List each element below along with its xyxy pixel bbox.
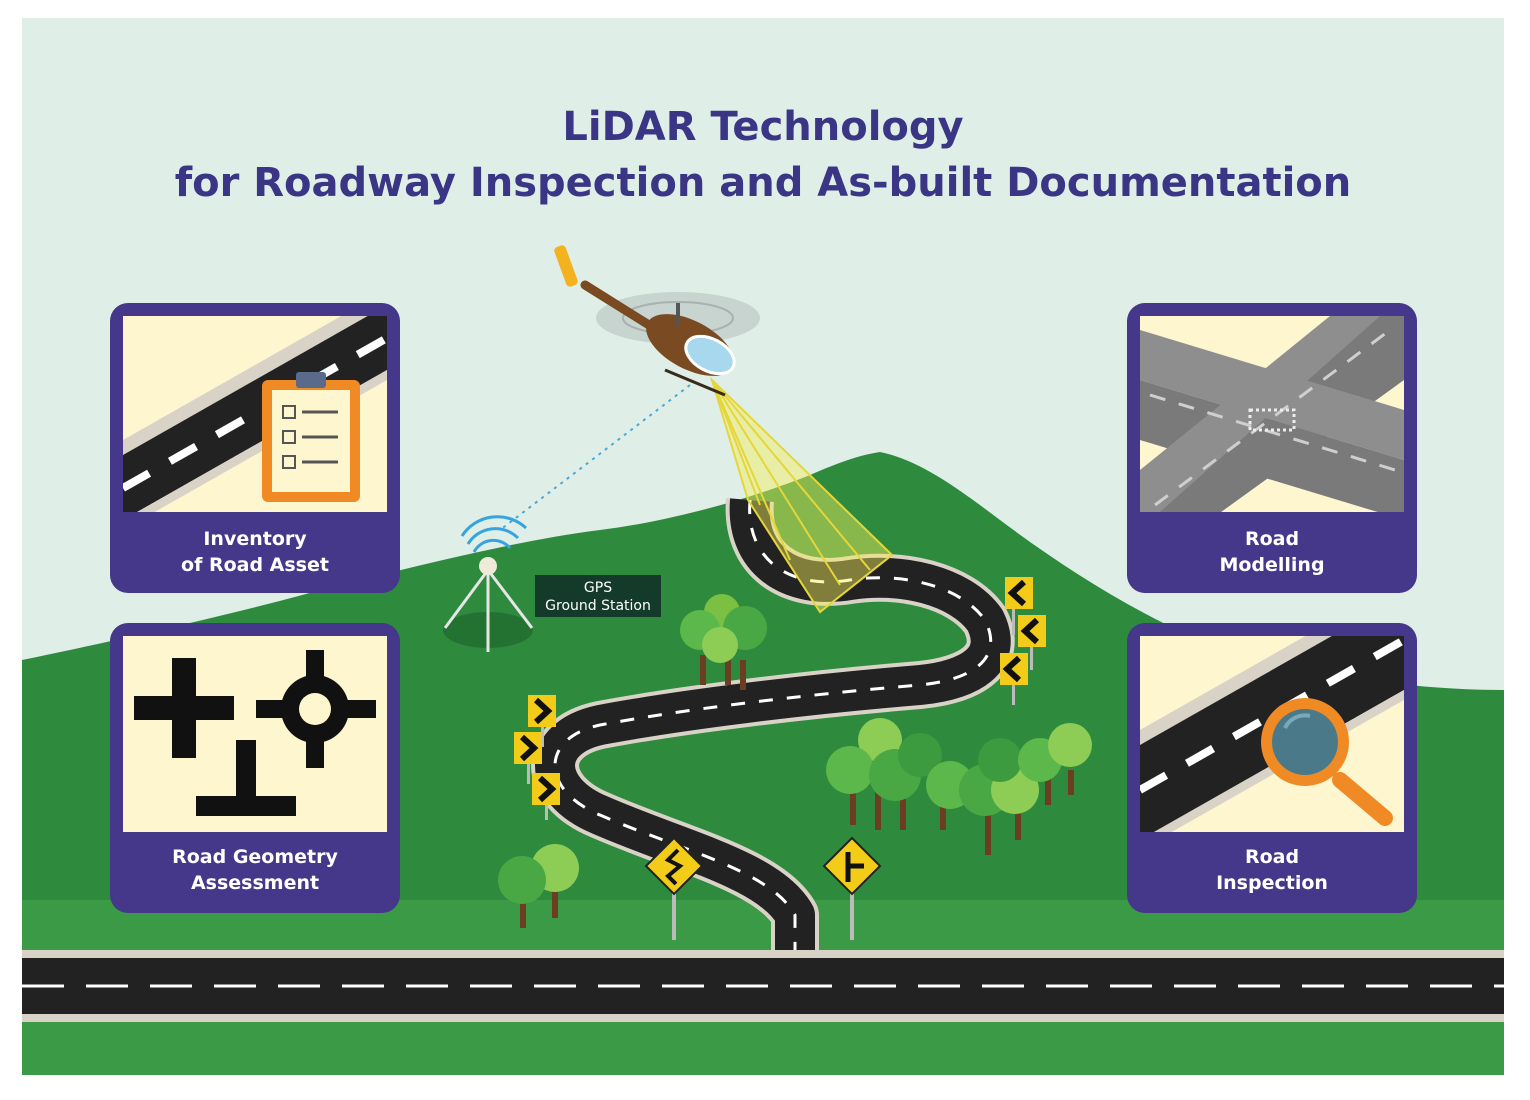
- gps-label-line-1: GPS: [584, 580, 612, 596]
- winding-road-warning-sign: [644, 836, 704, 940]
- card-inspection-label-line-1: Road: [1245, 846, 1299, 868]
- lidar-scan-beam: [709, 376, 894, 614]
- card-geometry-label-line-1: Road Geometry: [172, 846, 338, 868]
- title-line-2: for Roadway Inspection and As-built Docu…: [175, 160, 1352, 206]
- side-road-warning-sign: [822, 836, 882, 940]
- helicopter-icon: [554, 245, 760, 397]
- gps-label: GPS Ground Station: [535, 575, 661, 617]
- magnifier-icon: [1261, 698, 1393, 826]
- chevron-signs-left: [514, 695, 560, 820]
- intersection-model-icon: [1140, 316, 1404, 512]
- card-modelling-label-line-1: Road: [1245, 528, 1299, 550]
- card-modelling-label-line-2: Modelling: [1219, 554, 1324, 576]
- card-geometry-label-line-2: Assessment: [191, 872, 319, 894]
- card-inventory-of-road-asset: Inventory of Road Asset: [110, 303, 400, 593]
- card-road-geometry-assessment: Road Geometry Assessment: [110, 623, 400, 913]
- gps-label-line-2: Ground Station: [545, 598, 651, 614]
- clipboard-checklist-icon: [262, 372, 360, 502]
- card-road-modelling: Road Modelling: [1127, 303, 1417, 593]
- gps-ground-station-icon: [443, 515, 534, 652]
- title-line-1: LiDAR Technology: [562, 104, 963, 150]
- card-road-inspection: Road Inspection: [1127, 623, 1417, 913]
- chevron-signs-right: [1000, 577, 1046, 705]
- card-inventory-label-line-2: of Road Asset: [181, 554, 329, 576]
- road-geometry-icon: [134, 650, 376, 816]
- winding-road: [531, 498, 1015, 960]
- card-inventory-label-line-1: Inventory: [203, 528, 307, 550]
- main-road: [22, 950, 1504, 1022]
- tree-cluster-right: [826, 718, 1092, 855]
- tree-cluster-center: [680, 594, 767, 690]
- tree-cluster-left: [498, 844, 579, 928]
- card-inspection-label-line-2: Inspection: [1216, 872, 1328, 894]
